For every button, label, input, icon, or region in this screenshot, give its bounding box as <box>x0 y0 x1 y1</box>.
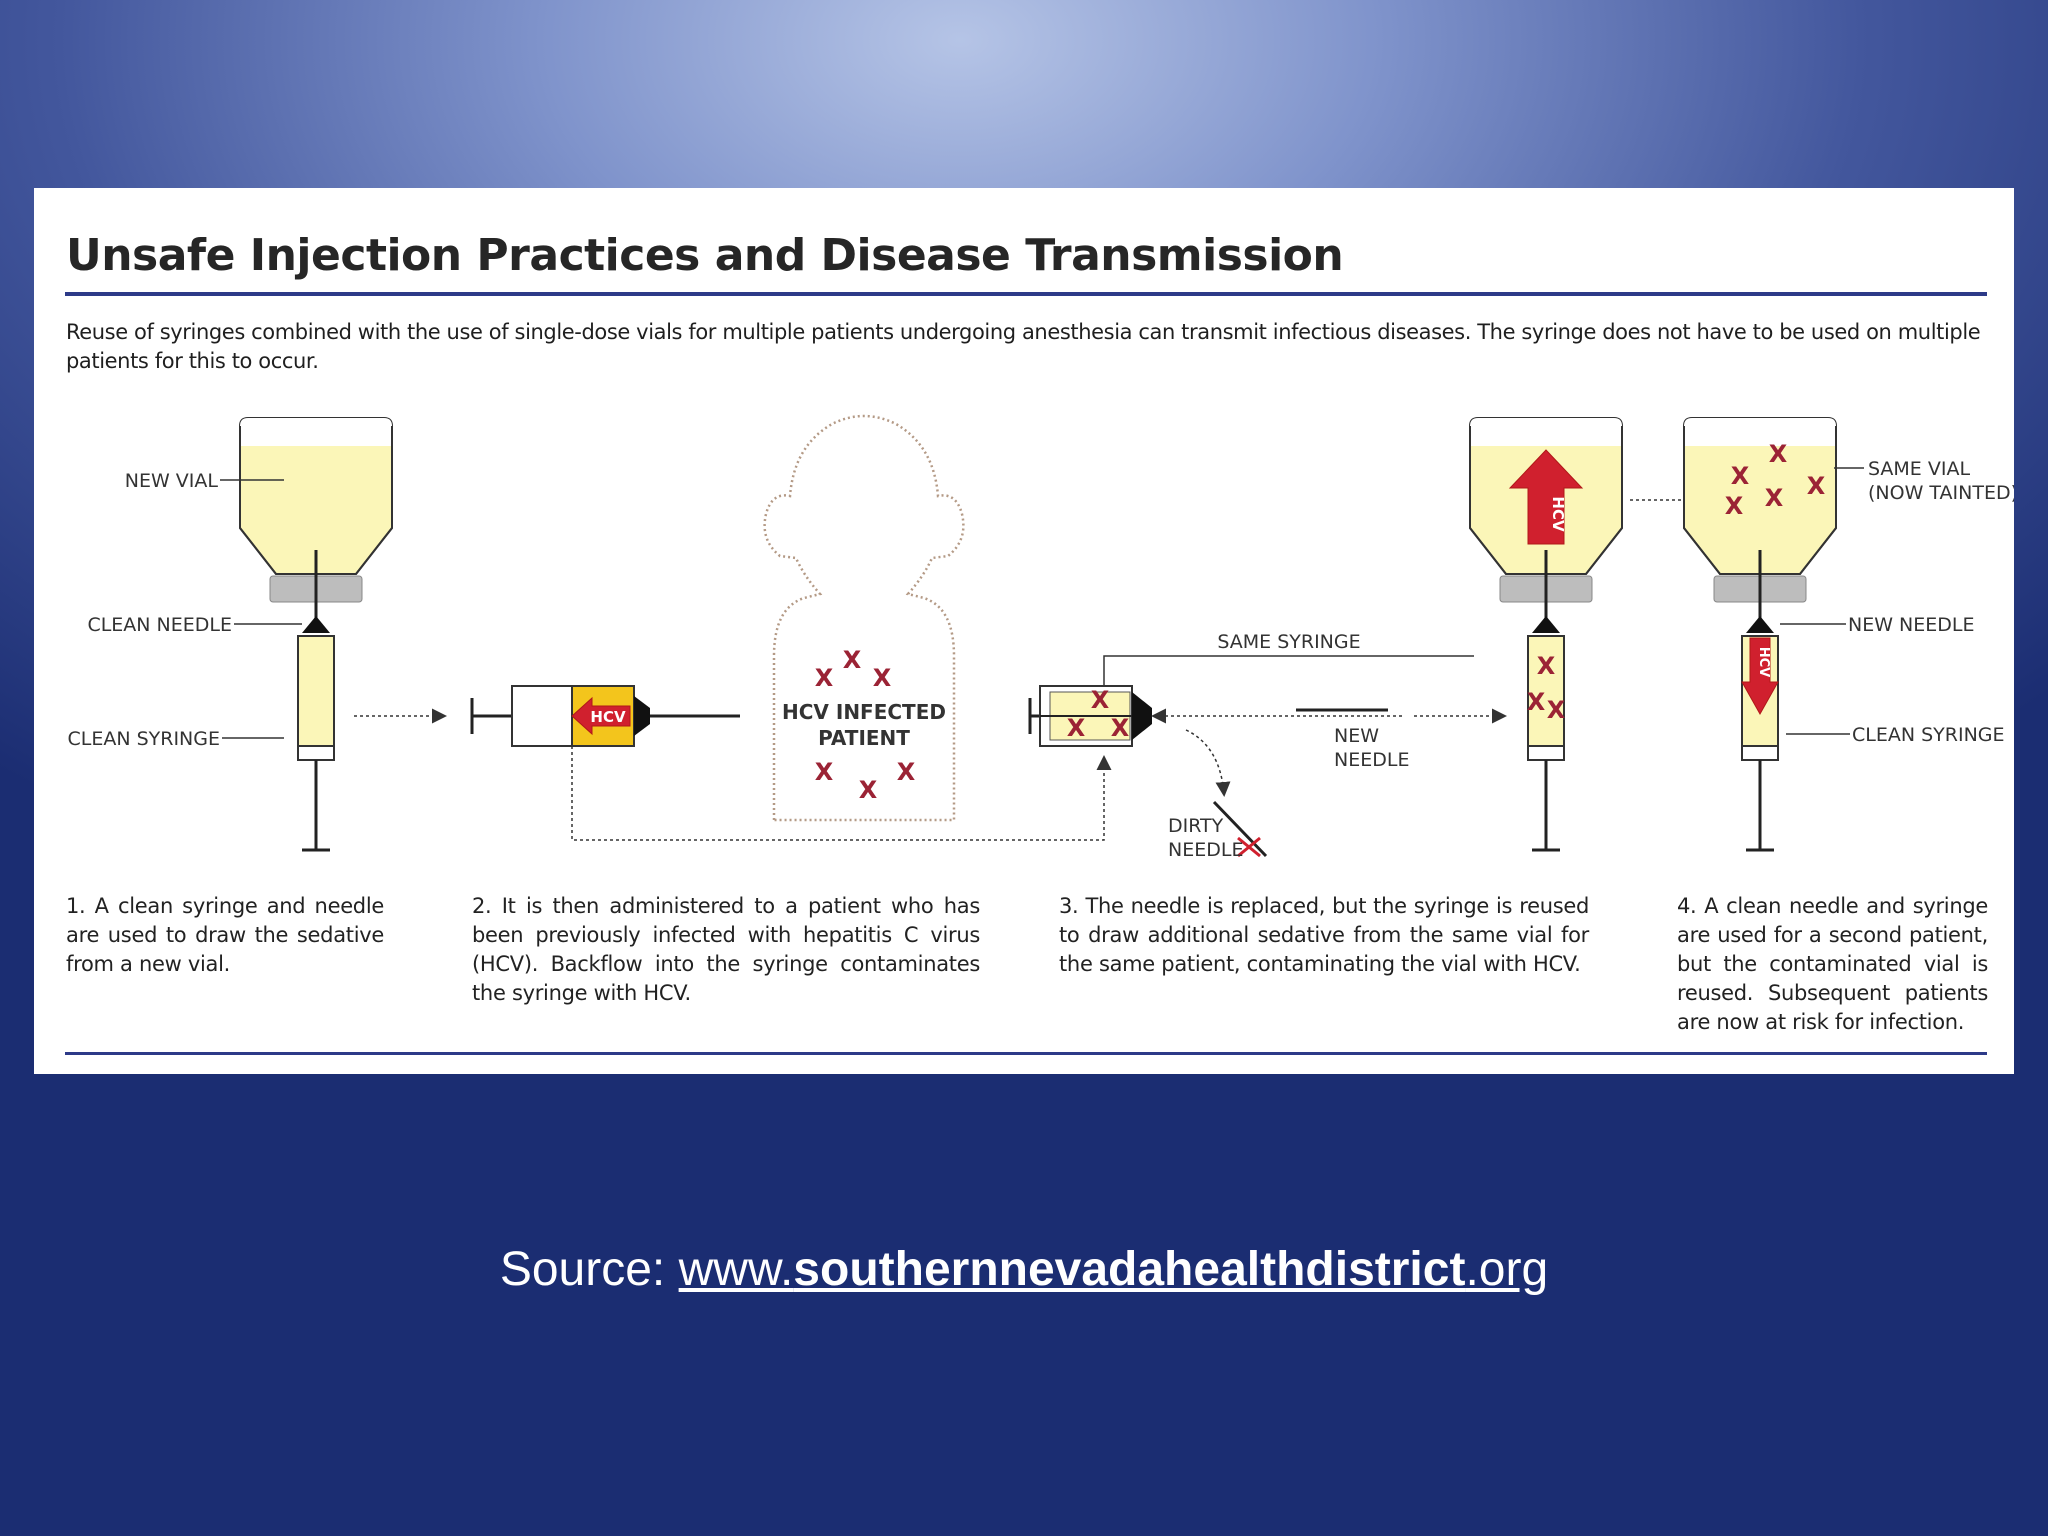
x-mark: X <box>859 776 878 804</box>
x-mark: X <box>1725 492 1744 520</box>
bottom-rule <box>65 1052 1987 1055</box>
label-clean-needle: CLEAN NEEDLE <box>87 614 232 636</box>
intro-text: Reuse of syringes combined with the use … <box>66 320 1981 373</box>
stage3-syringe <box>1028 685 1152 747</box>
x-mark: X <box>1111 714 1130 742</box>
label-same-vial-line2: (NOW TAINTED) <box>1868 482 2014 504</box>
x-mark: X <box>897 758 916 786</box>
step-1-text: 1. A clean syringe and needle are used t… <box>66 894 384 976</box>
hcv-tag-stage2: HCV <box>590 708 626 726</box>
figure-title: Unsafe Injection Practices and Disease T… <box>66 230 1344 281</box>
x-mark: X <box>815 758 834 786</box>
step-3-text: 3. The needle is replaced, but the syrin… <box>1059 894 1589 976</box>
hcv-tag-stage4: HCV <box>1756 647 1771 677</box>
figure-panel: Unsafe Injection Practices and Disease T… <box>34 188 2014 1074</box>
source-prefix: Source: <box>499 1243 679 1296</box>
stage4-vial <box>1683 417 1837 603</box>
backflow-return-arrow <box>571 746 1112 841</box>
x-mark: X <box>1807 472 1826 500</box>
x-mark: X <box>1769 440 1788 468</box>
label-new-needle-right: NEW NEEDLE <box>1848 614 1975 636</box>
same-syringe-callout: SAME SYRINGE <box>1103 631 1474 686</box>
x-mark: X <box>815 664 834 692</box>
title-rule <box>65 292 1987 296</box>
x-mark: X <box>1731 462 1750 490</box>
dirty-needle <box>1212 800 1268 858</box>
stage3-vertical-syringe <box>1527 550 1565 852</box>
x-mark: X <box>1527 688 1546 716</box>
x-mark: X <box>873 664 892 692</box>
stage1-syringe <box>297 635 335 852</box>
label-new-needle-line2: NEEDLE <box>1334 749 1409 771</box>
label-clean-syringe-right: CLEAN SYRINGE <box>1852 724 2005 746</box>
arrow-dirty-needle <box>1185 729 1231 797</box>
source-line: Source: www.southernnevadahealthdistrict… <box>0 1242 2048 1297</box>
source-link-start: www. <box>678 1243 794 1296</box>
label-new-vial: NEW VIAL <box>125 470 219 492</box>
stage2-syringe: HCV <box>470 685 740 747</box>
patient-label-line1: HCV INFECTED <box>782 700 946 724</box>
label-dirty-needle-line2: NEEDLE <box>1168 839 1243 861</box>
stage1-callouts: NEW VIAL CLEAN NEEDLE CLEAN SYRINGE <box>67 470 302 750</box>
x-mark: X <box>1067 714 1086 742</box>
stage1-vial <box>239 417 393 603</box>
stage4-callouts: SAME VIAL (NOW TAINTED) NEW NEEDLE CLEAN… <box>1780 458 2014 746</box>
transmission-diagram: NEW VIAL CLEAN NEEDLE CLEAN SYRINGE HCV … <box>67 414 2014 861</box>
stage4-syringe: HCV <box>1741 550 1779 852</box>
label-same-syringe: SAME SYRINGE <box>1217 631 1360 653</box>
x-mark: X <box>843 646 862 674</box>
stage3-vial: HCV <box>1469 417 1623 603</box>
source-link-end: .org <box>1465 1243 1549 1296</box>
source-link-bold: southernnevadahealthdistrict <box>793 1243 1466 1296</box>
source-link[interactable]: www.southernnevadahealthdistrict.org <box>679 1243 1549 1296</box>
patient-silhouette <box>763 414 965 822</box>
label-new-needle-line1: NEW <box>1334 725 1379 747</box>
step-4-text: 4. A clean needle and syringe are used f… <box>1677 894 1988 1034</box>
x-mark: X <box>1547 696 1566 724</box>
patient-label-line2: PATIENT <box>818 726 910 750</box>
stage1-needle <box>302 550 330 633</box>
label-same-vial-line1: SAME VIAL <box>1868 458 1970 480</box>
label-dirty-needle-line1: DIRTY <box>1168 815 1224 837</box>
x-mark: X <box>1765 484 1784 512</box>
step-2-text: 2. It is then administered to a patient … <box>472 894 980 1005</box>
x-mark: X <box>1091 686 1110 714</box>
hcv-tag-stage3: HCV <box>1549 496 1567 532</box>
label-clean-syringe-left: CLEAN SYRINGE <box>67 728 220 750</box>
x-mark: X <box>1537 652 1556 680</box>
